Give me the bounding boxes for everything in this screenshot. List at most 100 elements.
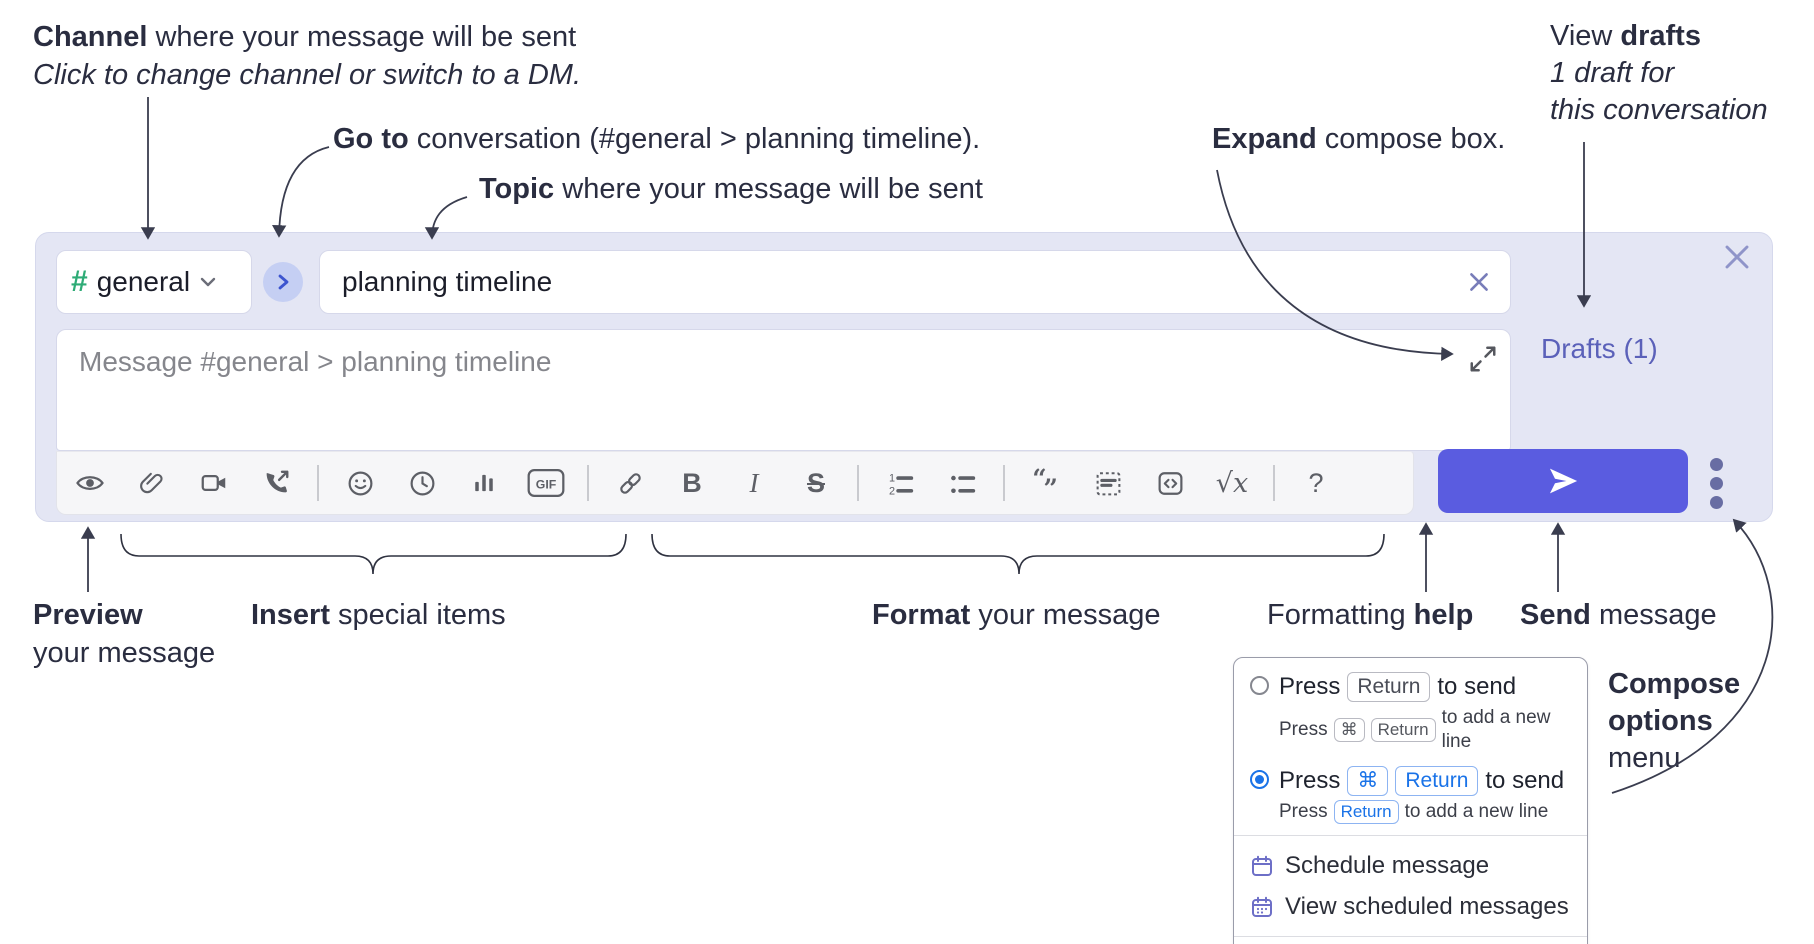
preview-note-line2: your message [33,637,216,669]
compose-options-button[interactable] [1702,455,1730,511]
question-mark-icon: ? [1308,467,1324,498]
format-note-rest: your message [970,599,1161,631]
svg-text:”: ” [1044,474,1058,498]
compose-options-note-bold2: options [1608,705,1713,737]
preview-note-bold: Preview [33,599,143,631]
toolbar-divider [587,465,589,501]
radio-option-return-to-send[interactable]: Press Return to send Press ⌘ Return to a… [1234,670,1587,756]
radio1-pre: Press [1279,673,1341,700]
bold-icon: B [682,467,702,498]
topic-note: Topic where your message will be sent [479,170,983,208]
expand-note-rest: compose box. [1316,123,1506,155]
drafts-note-pre: View [1550,20,1621,52]
gif-button[interactable]: GIF [525,461,567,505]
menu-item-schedule-message[interactable]: Schedule message [1234,845,1587,886]
send-note-rest: message [1590,599,1717,631]
return-keycap: Return [1347,672,1431,702]
compose-box: # general planning timeline Message #gen… [35,232,1773,522]
bar-chart-icon [475,474,493,492]
drafts-note: View drafts 1 draft for this conversatio… [1550,18,1768,129]
send-button[interactable] [1438,449,1688,513]
close-icon[interactable] [1721,241,1753,273]
preview-note: Preview your message [33,596,215,672]
format-note-bold: Format [872,599,971,631]
expand-note: Expand compose box. [1212,120,1505,158]
bullet-list-button[interactable] [941,461,983,505]
help-note: Formatting help [1267,596,1473,634]
radio2-sub-pre: Press [1279,801,1328,822]
audio-call-button[interactable] [255,461,297,505]
send-plane-icon [1549,468,1578,494]
channel-note-rest: where your message will be sent [147,21,577,53]
channel-note-line2: Click to change channel or switch to a D… [33,59,582,91]
channel-selector[interactable]: # general [56,250,252,314]
drafts-link[interactable]: Drafts (1) [1541,333,1658,364]
preview-button[interactable] [69,461,111,505]
menu-divider [1234,936,1587,937]
recent-files-button[interactable] [401,461,443,505]
svg-text:“: “ [1032,468,1046,493]
radio1-sub-post: to add a new line [1441,707,1551,752]
gif-icon: GIF [527,469,565,497]
clear-topic-icon[interactable] [1466,269,1492,295]
emoji-button[interactable] [339,461,381,505]
compose-options-note-bold1: Compose [1608,668,1741,700]
go-to-conversation-button[interactable] [263,262,303,302]
radio1-post: to send [1437,673,1517,700]
svg-text:2: 2 [889,485,895,497]
eye-icon [76,476,104,490]
link-button[interactable] [609,461,651,505]
link-icon [619,472,641,494]
video-clip-button[interactable] [193,461,235,505]
help-note-pre: Formatting [1267,599,1414,631]
code-block-button[interactable] [1087,461,1129,505]
smiley-icon [348,471,372,495]
drafts-note-line3: this conversation [1550,94,1768,126]
toolbar-divider [1273,465,1275,501]
cmd-keycap-blue: ⌘ [1347,766,1389,796]
calendar-icon [1252,855,1272,876]
chevron-right-icon [278,274,289,290]
send-note: Send message [1520,596,1717,634]
format-note: Format your message [872,596,1161,634]
channel-hash-icon: # [71,265,88,298]
topic-value: planning timeline [342,266,553,297]
kebab-dot [1709,495,1723,509]
poll-button[interactable] [463,461,505,505]
message-input[interactable]: Message #general > planning timeline [56,329,1511,451]
strikethrough-button[interactable]: S [795,461,837,505]
italic-icon: I [749,467,759,498]
topic-input[interactable]: planning timeline [319,250,1511,314]
formatting-toolbar: GIF B I S 1 2 [56,451,1414,515]
ordered-list-button[interactable]: 1 2 [879,461,921,505]
radio-unselected-icon[interactable] [1250,676,1269,695]
inline-code-button[interactable] [1149,461,1191,505]
strikethrough-icon: S [806,467,825,498]
goto-note-bold: Go to [333,123,409,155]
insert-note-rest: special items [329,599,506,631]
blockquote-button[interactable]: “ ” [1025,461,1067,505]
italic-button[interactable]: I [733,461,775,505]
formula-button[interactable]: √x [1211,461,1253,505]
bold-button[interactable]: B [671,461,713,505]
menu-item-view-scheduled-messages[interactable]: View scheduled messages [1234,886,1587,927]
goto-note: Go to conversation (#general > planning … [333,120,980,158]
radio-option-cmd-return-to-send[interactable]: Press ⌘ Return to send Press Return to a… [1234,764,1587,826]
radio-selected-icon[interactable] [1250,770,1269,789]
channel-note: Channel where your message will be sent … [33,18,581,94]
code-block-icon [1096,471,1120,495]
format-brace [651,533,1385,575]
return-keycap: Return [1370,718,1436,742]
formatting-help-button[interactable]: ? [1295,461,1337,505]
drafts-note-line2: 1 draft for [1550,57,1675,89]
chevron-down-icon [200,277,216,287]
menu-item-label: Schedule message [1285,852,1490,879]
phone-call-icon [266,470,289,493]
radio-option-text: Press ⌘ Return to send Press Return to a… [1279,766,1564,824]
insert-note-bold: Insert [251,599,330,631]
expand-compose-icon[interactable] [1468,344,1498,374]
channel-note-bold: Channel [33,21,148,53]
attach-file-button[interactable] [131,461,173,505]
radio2-sub-post: to add a new line [1404,801,1549,822]
